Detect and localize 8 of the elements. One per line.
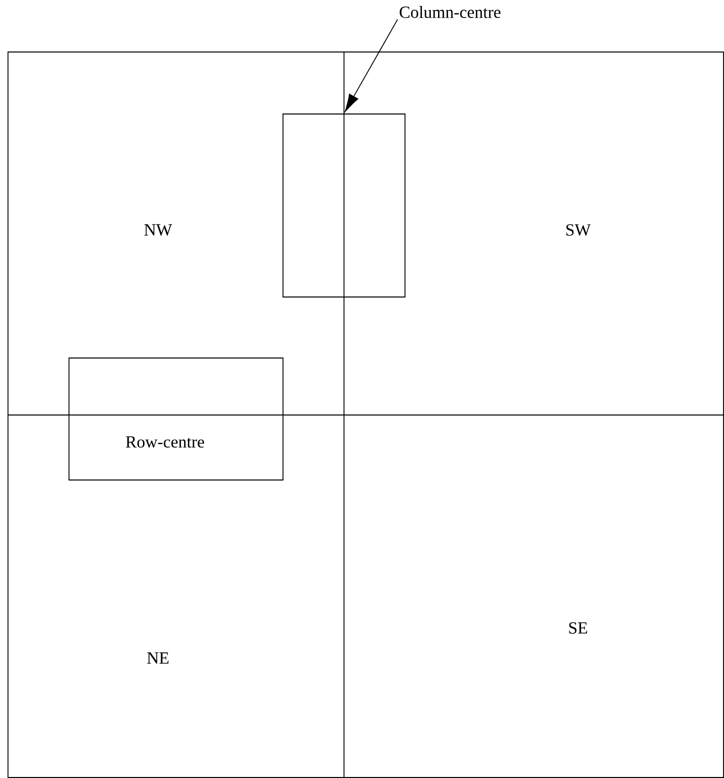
quadrant-label: SW [566, 224, 591, 236]
quadrant-label: SE [569, 622, 588, 634]
leader-text: Column-centre [400, 6, 500, 18]
quadrant-label: NW [144, 224, 172, 236]
column-box [282, 114, 406, 298]
leader-line [344, 18, 398, 112]
row-box: Row-centre [68, 358, 284, 480]
quadrant-label: NE [147, 652, 168, 664]
